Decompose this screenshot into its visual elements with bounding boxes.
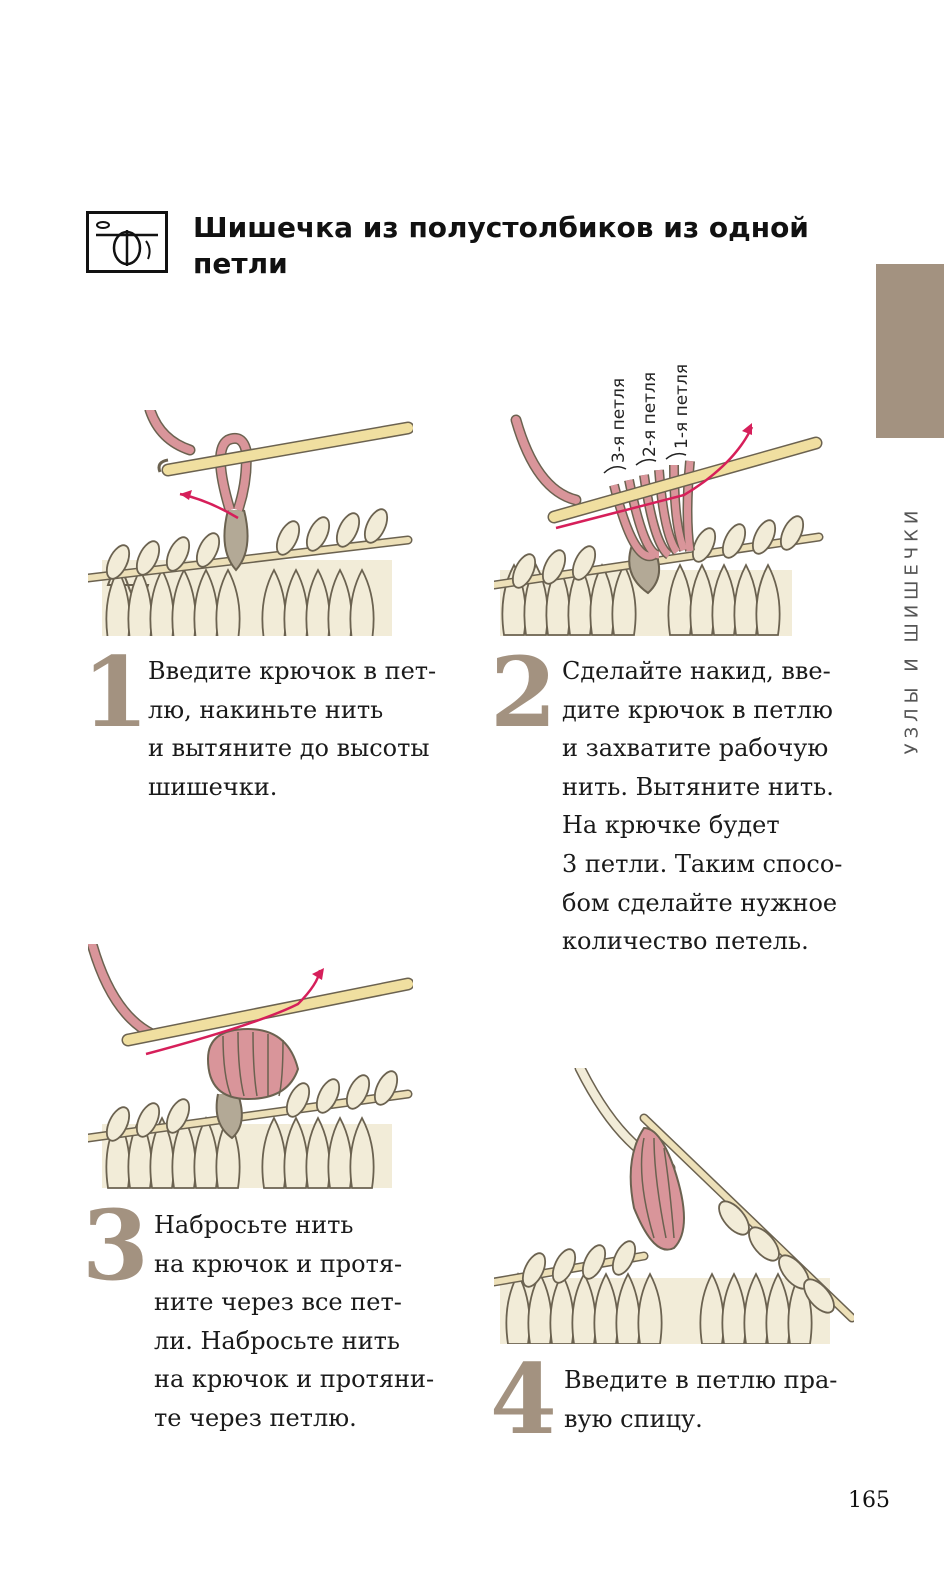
step-4-illustration <box>494 1068 854 1344</box>
step-1-line: лю, накиньте нить <box>148 695 384 724</box>
step-3-text: Набросьте нить на крючок и протя- ните ч… <box>154 1206 434 1438</box>
step-1-text: Введите крючок в пет- лю, накиньте нить … <box>148 652 436 806</box>
step-4-text: Введите в петлю пра- вую спицу. <box>564 1361 837 1438</box>
step-2-line: и захватите рабочую <box>562 734 829 763</box>
step-3-illustration <box>88 944 413 1189</box>
step-2-line: Сделайте накид, вве- <box>562 657 831 685</box>
step-2-line: количество петель. <box>562 927 809 956</box>
loop-label-3: 3-я петля <box>609 378 629 463</box>
section-label-text: УЗЛЫ И ШИШЕЧКИ <box>901 505 923 755</box>
step-4-number: 4 <box>490 1343 557 1456</box>
step-4-line: Введите в петлю пра- <box>564 1366 838 1394</box>
step-3-line: ли. Набросьте нить <box>154 1326 400 1355</box>
step-2-number: 2 <box>490 636 557 749</box>
crochet-bobble-symbol-icon <box>86 211 168 273</box>
title-line-1: Шишечка из полустолбиков из одной <box>193 211 809 244</box>
step-2-text: Сделайте накид, вве- дите крючок в петлю… <box>562 652 842 961</box>
page-title: Шишечка из полустолбиков из одной петли <box>193 210 813 282</box>
step-1-line: шишечки. <box>148 772 278 801</box>
page-number: 165 <box>848 1488 890 1513</box>
step-3-line: на крючок и протяни- <box>154 1365 435 1394</box>
step-1-line: Введите крючок в пет- <box>148 657 437 685</box>
step-1-number: 1 <box>82 636 149 749</box>
loop-label-1: 1-я петля <box>672 364 692 449</box>
step-1-illustration <box>88 410 413 638</box>
step-3-line: на крючок и протя- <box>154 1249 403 1278</box>
title-line-2: петли <box>193 247 288 280</box>
step-2-illustration: 3-я петля 2-я петля 1-я петля <box>494 345 824 637</box>
step-2-line: 3 петли. Таким спосо- <box>562 849 843 878</box>
step-3-line: те через петлю. <box>154 1403 357 1432</box>
step-2-line: На крючке будет <box>562 811 780 840</box>
step-2-line: дите крючок в петлю <box>562 695 833 724</box>
step-3-number: 3 <box>82 1189 149 1302</box>
step-1-line: и вытяните до высоты <box>148 734 430 763</box>
step-2-line: бом сделайте нужное <box>562 888 838 917</box>
section-label: УЗЛЫ И ШИШЕЧКИ <box>900 506 924 755</box>
loop-label-2: 2-я петля <box>640 372 660 457</box>
step-2-line: нить. Вытяните нить. <box>562 772 834 801</box>
section-tab <box>876 264 944 438</box>
step-4-line: вую спицу. <box>564 1404 703 1433</box>
step-3-line: ните через все пет- <box>154 1288 402 1317</box>
step-3-line: Набросьте нить <box>154 1211 354 1239</box>
